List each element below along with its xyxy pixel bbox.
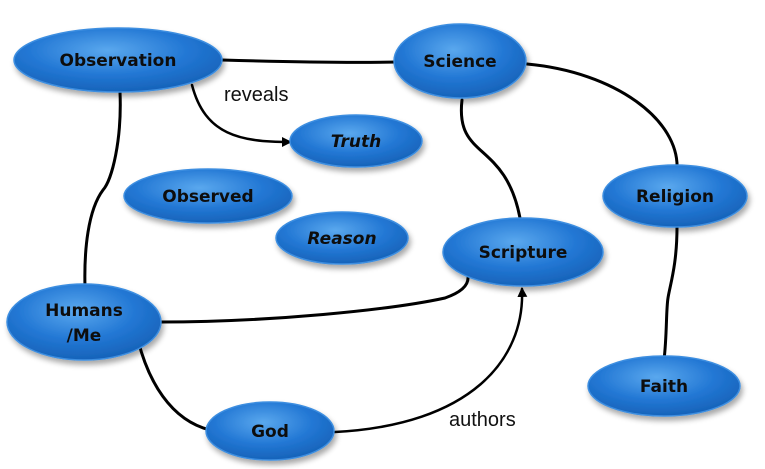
edge-god-scripture-authors xyxy=(333,287,528,434)
edges xyxy=(83,58,679,434)
edge-observation-science xyxy=(220,58,400,64)
nodes: Observation Science Truth Observed Reaso… xyxy=(6,23,748,461)
node-god-label: God xyxy=(251,422,289,442)
node-observed-label: Observed xyxy=(162,187,253,207)
node-humans[interactable]: Humans /Me xyxy=(6,283,162,361)
node-faith[interactable]: Faith xyxy=(587,355,741,417)
node-science-label: Science xyxy=(423,52,496,72)
edge-observation-truth-reveals xyxy=(190,83,292,147)
node-faith-label: Faith xyxy=(640,377,688,397)
edge-humans-scripture xyxy=(158,276,470,324)
node-observation[interactable]: Observation xyxy=(13,27,223,93)
edge-label-reveals: reveals xyxy=(224,84,288,106)
node-religion[interactable]: Religion xyxy=(602,164,748,228)
edge-humans-god xyxy=(136,338,212,432)
node-religion-label: Religion xyxy=(636,187,714,207)
node-scripture-label: Scripture xyxy=(479,243,568,263)
node-reason[interactable]: Reason xyxy=(275,211,409,265)
node-science[interactable]: Science xyxy=(393,23,527,99)
node-humans-label-line1: Humans xyxy=(45,301,123,321)
node-scripture[interactable]: Scripture xyxy=(442,217,604,287)
edge-religion-faith xyxy=(662,225,679,362)
node-truth[interactable]: Truth xyxy=(289,114,423,168)
edge-observation-humans xyxy=(83,90,122,289)
node-god[interactable]: God xyxy=(205,401,335,461)
node-observation-label: Observation xyxy=(60,51,177,71)
edge-science-scripture xyxy=(459,98,522,220)
node-reason-label: Reason xyxy=(307,229,376,249)
node-humans-label-line2: /Me xyxy=(67,326,102,346)
edge-science-religion xyxy=(525,62,679,172)
edge-label-authors: authors xyxy=(449,409,516,431)
node-observed[interactable]: Observed xyxy=(123,168,293,224)
node-truth-label: Truth xyxy=(331,132,381,152)
